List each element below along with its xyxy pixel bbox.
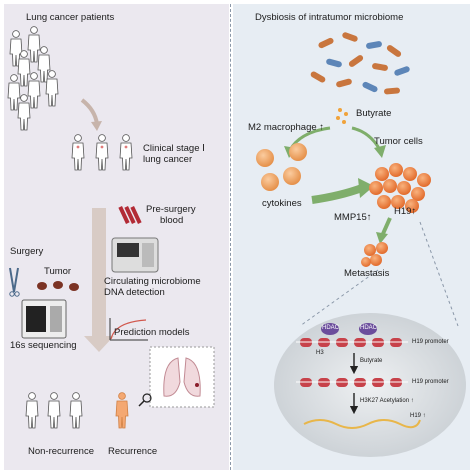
clinical-stage-label-line1: Clinical stage Ⅰ [143, 143, 205, 154]
tumor-label: Tumor [44, 266, 72, 277]
panel-divider [230, 4, 233, 470]
h19-promoter-label-1: H19 promoter [412, 339, 449, 345]
recurrence-patient-icon [115, 392, 129, 429]
prediction-label: Prediction models [114, 327, 190, 338]
butyrate-molecules-icon [336, 108, 348, 124]
h3-label: H3 [316, 350, 324, 356]
m2-macrophage-label: M2 macrophage ↑ [248, 122, 325, 133]
hdac-enzyme-a [321, 323, 339, 335]
non-recurrence-patients-icon [25, 392, 83, 429]
sequencing-machine-icon [21, 299, 67, 339]
zoom-line-left [299, 269, 379, 327]
metastasis-label: Metastasis [344, 268, 390, 279]
h3k27-acetylation-label: H3K27 Acetylation ↑ [360, 398, 414, 404]
butyrate-label: Butyrate [356, 108, 392, 119]
circulating-label-line2: DNA detection [104, 287, 165, 298]
patients-crowd-icon [7, 26, 59, 131]
macrophage-cells-icon [256, 143, 307, 191]
surgical-tools-icon [9, 267, 20, 297]
recurrence-label: Recurrence [108, 446, 158, 457]
arrow-to-metastasis [380, 217, 392, 237]
mmp15-label: MMP15↑ [334, 212, 372, 223]
stage-one-patients-icon [71, 134, 133, 171]
metastasis-cells-icon [361, 242, 388, 267]
non-recurrence-label: Non-recurrence [28, 446, 94, 457]
flow-arrow-1 [80, 98, 99, 125]
right-panel-title: Dysbiosis of intratumor microbiome [255, 12, 404, 23]
zoom-line-right [419, 221, 459, 327]
h19-up-label: H19 ↑ [410, 413, 426, 419]
clinical-stage-label-line2: lung cancer [143, 154, 193, 165]
hdac-label-a: HDAC [322, 325, 340, 331]
bacteria-cluster-icon [310, 32, 410, 95]
chromatin-row-2 [296, 378, 408, 387]
blood-tubes-icon [118, 205, 142, 225]
chromatin-row-1 [296, 338, 408, 347]
circulating-label-line1: Circulating microbiome [104, 276, 201, 287]
hdac-label-b: HDAC [360, 325, 378, 331]
pre-surgery-label-line1: Pre-surgery [146, 204, 196, 215]
tumor-cells-cluster-icon [369, 163, 431, 213]
h19-rna-strand [303, 419, 421, 429]
pre-surgery-label-line2: blood [160, 215, 184, 226]
prediction-curve-icon [109, 318, 148, 341]
main-flow-arrow [92, 208, 106, 338]
tumor-tissue-icon [37, 281, 79, 291]
surgery-label: Surgery [10, 246, 44, 257]
left-panel-title: Lung cancer patients [26, 12, 115, 23]
cytokines-label: cytokines [262, 198, 302, 209]
tumor-cells-label: Tumor cells [374, 136, 423, 147]
hdac-enzyme-b [359, 323, 377, 335]
h19-promoter-label-2: H19 promoter [412, 379, 449, 385]
magnifier-icon [138, 393, 152, 407]
lungs-inset [149, 346, 215, 408]
butyrate-inner-label: Butyrate [360, 358, 383, 364]
sequencing-label: 16s sequencing [10, 340, 77, 351]
h19-label: H19↑ [394, 206, 417, 217]
arrow-macrophage-to-tumor [311, 184, 364, 204]
dna-sequencer-icon [111, 237, 159, 273]
